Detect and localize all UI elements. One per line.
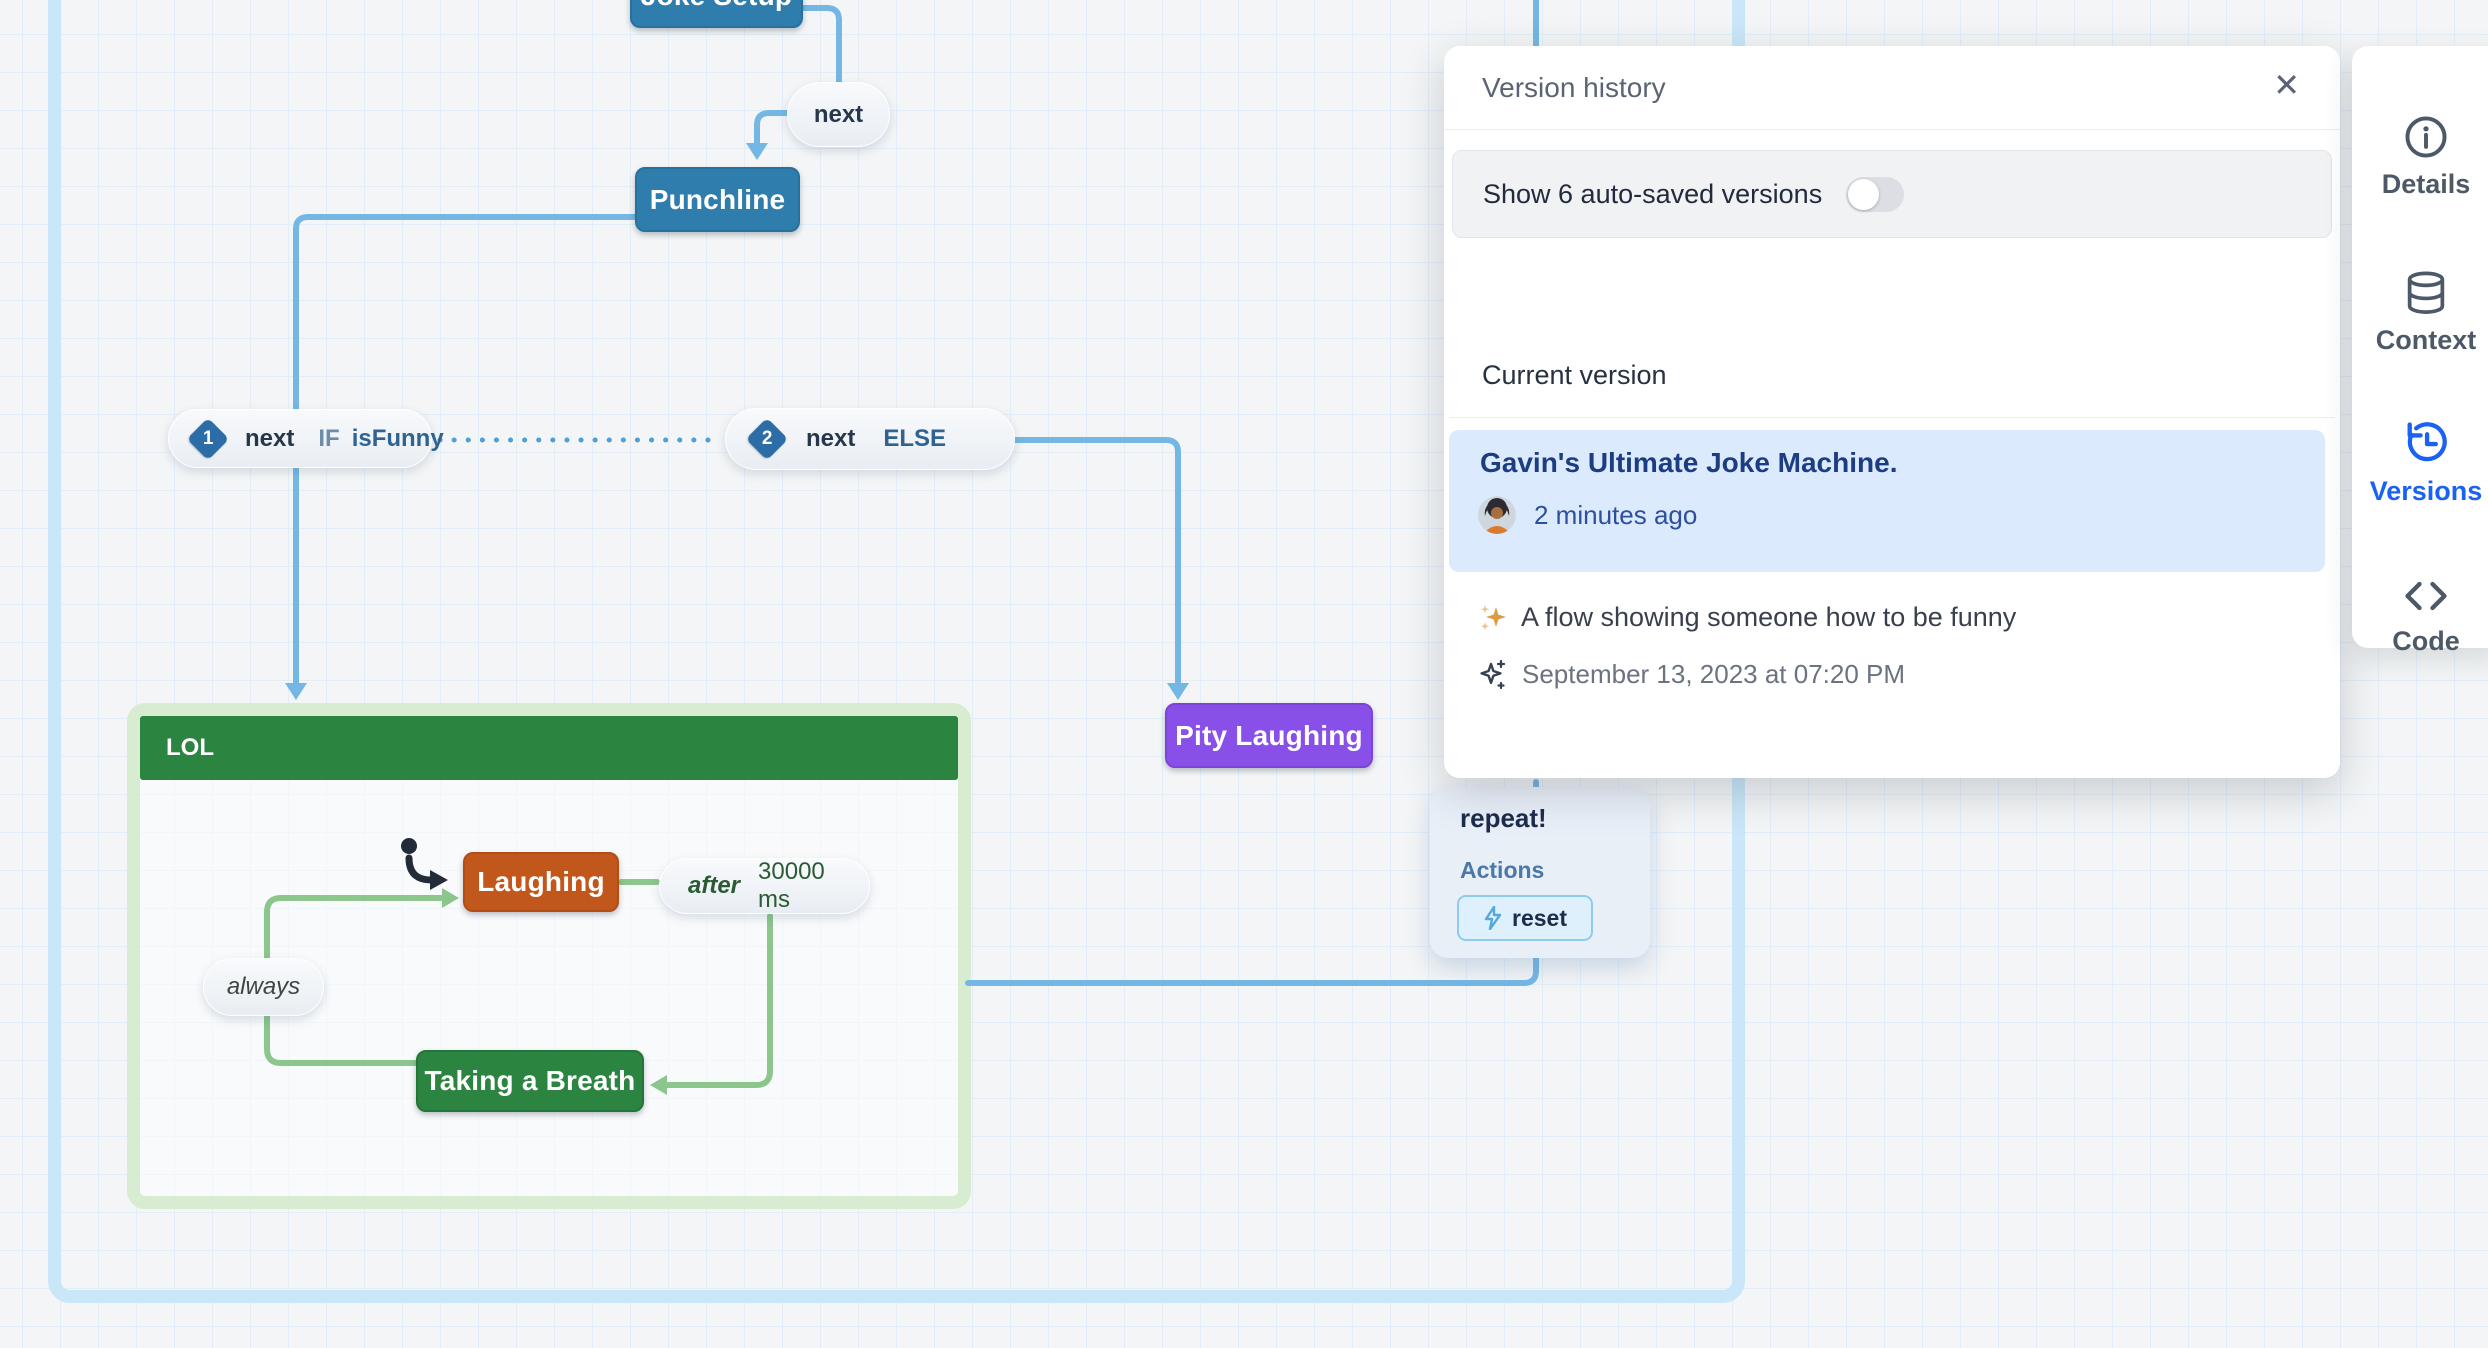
state-node-punchline[interactable]: Punchline <box>635 167 800 232</box>
version-list-item[interactable]: A flow showing someone how to be funny <box>1481 602 2016 633</box>
code-icon <box>2405 581 2447 611</box>
joke-setup-label: Joke Setup <box>641 0 792 12</box>
next-top-label: next <box>813 100 864 128</box>
repeat-label: repeat! <box>1460 803 1547 833</box>
transition-pill-after[interactable]: after 30000 ms <box>659 858 870 914</box>
taking-a-breath-label: Taking a Breath <box>424 1065 636 1096</box>
dock-label-context: Context <box>2375 325 2477 355</box>
transition-pill-if-isfunny[interactable]: 1 next IF isFunny <box>168 409 444 468</box>
version-item-meta: September 13, 2023 at 07:20 PM <box>1478 658 1905 690</box>
lightning-icon <box>1484 906 1502 930</box>
version-item-timestamp: September 13, 2023 at 07:20 PM <box>1522 658 1906 689</box>
dock-item-context[interactable]: Context <box>2352 268 2488 357</box>
dock-item-code[interactable]: Code <box>2352 573 2488 658</box>
transition-pill-always[interactable]: always <box>203 958 324 1016</box>
state-node-lol[interactable]: LOL <box>127 703 971 1209</box>
state-node-laughing[interactable]: Laughing <box>463 852 619 912</box>
current-version-heading: Current version <box>1482 360 1667 390</box>
state-node-joke-setup[interactable]: Joke Setup <box>630 0 803 28</box>
cond2-keyword: ELSE <box>883 425 947 452</box>
sparkles-icon <box>1481 604 1506 630</box>
laughing-label: Laughing <box>477 866 605 897</box>
after-keyword: after <box>688 872 741 899</box>
divider <box>1449 417 2335 418</box>
state-node-taking-a-breath[interactable]: Taking a Breath <box>416 1050 644 1112</box>
dock-item-versions[interactable]: Versions <box>2352 417 2488 508</box>
pity-laughing-label: Pity Laughing <box>1175 719 1363 751</box>
autosave-toggle-row: Show 6 auto-saved versions <box>1452 150 2332 238</box>
lol-header[interactable]: LOL <box>140 716 958 780</box>
current-version-title: Gavin's Ultimate Joke Machine. <box>1480 447 1898 478</box>
dock-item-details[interactable]: Details <box>2352 112 2488 201</box>
transition-pill-next-top[interactable]: next <box>787 82 890 147</box>
dock-label-details: Details <box>2381 169 2471 199</box>
dock-label-versions: Versions <box>2369 476 2483 506</box>
version-history-panel: Version history ✕ Show 6 auto-saved vers… <box>1444 46 2340 778</box>
current-version-time: 2 minutes ago <box>1534 499 1698 530</box>
close-icon[interactable]: ✕ <box>2267 68 2306 102</box>
database-icon <box>2407 271 2445 314</box>
version-panel-title: Version history <box>1482 72 1666 103</box>
magic-sparkle-icon <box>1480 659 1506 690</box>
autosave-toggle[interactable] <box>1846 176 1905 212</box>
state-node-repeat[interactable]: repeat! Actions reset <box>1430 787 1650 958</box>
version-item-title: A flow showing someone how to be funny <box>1521 602 2017 632</box>
transition-pill-else[interactable]: 2 next ELSE <box>725 408 1015 470</box>
cond2-event: next <box>806 425 856 452</box>
cond1-event: next <box>245 424 295 452</box>
order-badge-1: 1 <box>186 417 230 460</box>
right-dock: Details Context Versions Code <box>2352 46 2488 656</box>
state-node-pity-laughing[interactable]: Pity Laughing <box>1165 703 1373 768</box>
order-badge-2: 2 <box>745 417 789 461</box>
lol-label: LOL <box>166 734 214 761</box>
current-version-row[interactable]: Gavin's Ultimate Joke Machine. 2 minutes… <box>1449 430 2325 572</box>
dock-label-code: Code <box>2392 626 2460 656</box>
punchline-label: Punchline <box>649 183 786 215</box>
reset-action-chip[interactable]: reset <box>1457 895 1593 941</box>
cond1-guard: isFunny <box>351 424 444 452</box>
info-icon <box>2405 116 2447 158</box>
version-panel-header: Version history ✕ <box>1444 46 2340 130</box>
repeat-actions-heading: Actions <box>1460 857 1545 883</box>
avatar <box>1478 496 1516 534</box>
autosave-toggle-label: Show 6 auto-saved versions <box>1483 178 1823 209</box>
reset-label: reset <box>1512 904 1567 931</box>
always-label: always <box>226 973 301 1000</box>
history-icon <box>2407 422 2447 462</box>
cond1-keyword: IF <box>318 424 340 452</box>
after-value: 30000 ms <box>758 858 825 913</box>
toggle-knob <box>1848 178 1880 210</box>
